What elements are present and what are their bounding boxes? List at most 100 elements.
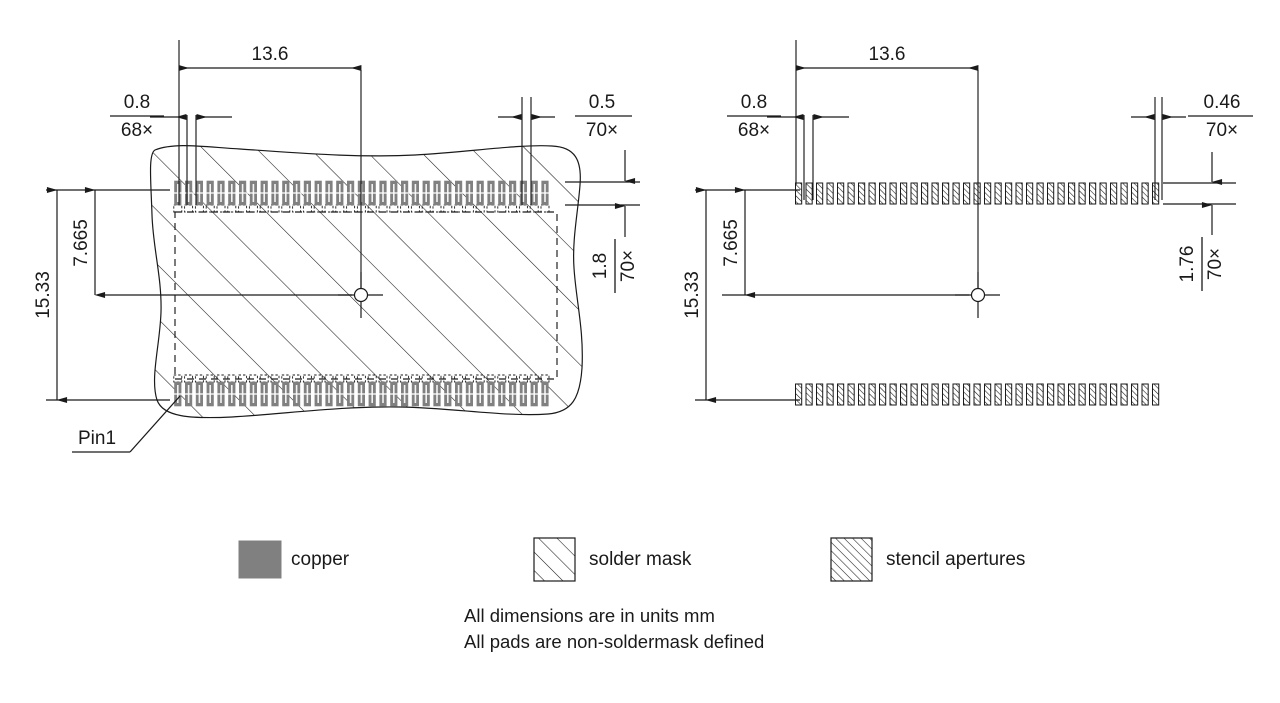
copper-pad-row-top xyxy=(171,180,552,213)
stencil-aperture xyxy=(1131,383,1139,406)
stencil-aperture xyxy=(837,182,845,205)
dim-aperture-height-count: 70× xyxy=(1205,248,1226,280)
legend-label-stencil-apertures: stencil apertures xyxy=(886,549,1026,570)
stencil-aperture xyxy=(994,182,1002,205)
dim-overall-height: 15.33 xyxy=(33,187,170,403)
stencil-aperture xyxy=(1141,182,1149,205)
solder-mask-body xyxy=(149,145,583,419)
stencil-aperture xyxy=(1068,383,1076,406)
stencil-aperture xyxy=(837,383,845,406)
soldermask-relief xyxy=(259,204,269,213)
dim-pitch-stencil-value: 0.8 xyxy=(741,92,767,113)
stencil-aperture xyxy=(973,182,981,205)
note-line-pads: All pads are non-soldermask defined xyxy=(464,631,765,652)
stencil-aperture xyxy=(942,383,950,406)
soldermask-relief xyxy=(400,204,410,213)
dim-pad-height: 1.8 70× xyxy=(565,150,640,293)
stencil-aperture xyxy=(963,182,971,205)
stencil-aperture xyxy=(795,182,803,205)
dim-row-gap-stencil: 13.6 xyxy=(795,40,979,185)
dim-row-gap-value: 13.6 xyxy=(252,44,289,65)
stencil-aperture xyxy=(1005,182,1013,205)
soldermask-relief xyxy=(389,204,399,213)
stencil-aperture xyxy=(826,182,834,205)
stencil-aperture xyxy=(921,383,929,406)
stencil-aperture xyxy=(1015,383,1023,406)
soldermask-relief xyxy=(281,204,291,213)
soldermask-relief xyxy=(216,204,226,213)
stencil-aperture-row-bottom xyxy=(795,383,1160,406)
dim-row-gap: 13.6 xyxy=(178,40,362,205)
soldermask-relief xyxy=(410,204,420,213)
stencil-aperture xyxy=(1089,383,1097,406)
dim-pitch-stencil: 0.8 68× xyxy=(727,92,849,200)
stencil-aperture xyxy=(1015,182,1023,205)
stencil-aperture xyxy=(1036,182,1044,205)
note-line-units: All dimensions are in units mm xyxy=(464,605,715,626)
soldermask-relief xyxy=(184,204,194,213)
stencil-aperture xyxy=(1057,182,1065,205)
legend-label-solder-mask: solder mask xyxy=(589,549,692,570)
dim-row-spacing-stencil-value: 7.665 xyxy=(721,219,742,267)
dim-row-gap-stencil-value: 13.6 xyxy=(869,44,906,65)
soldermask-relief xyxy=(443,204,453,213)
soldermask-relief xyxy=(486,204,496,213)
stencil-aperture xyxy=(879,383,887,406)
stencil-aperture-row-top xyxy=(795,182,1160,205)
stencil-aperture xyxy=(1005,383,1013,406)
stencil-aperture xyxy=(994,383,1002,406)
stencil-aperture xyxy=(858,383,866,406)
stencil-aperture xyxy=(1078,182,1086,205)
pin1-label: Pin1 xyxy=(78,428,116,449)
stencil-aperture xyxy=(910,182,918,205)
soldermask-relief xyxy=(378,204,388,213)
stencil-aperture xyxy=(889,383,897,406)
stencil-aperture xyxy=(1131,182,1139,205)
stencil-aperture xyxy=(816,182,824,205)
soldermask-relief xyxy=(194,204,204,213)
soldermask-relief xyxy=(335,204,345,213)
stencil-aperture xyxy=(1047,383,1055,406)
soldermask-relief xyxy=(421,204,431,213)
pin1-leader: Pin1 xyxy=(72,395,181,453)
legend-swatch-solder-mask xyxy=(533,537,576,582)
stencil-aperture xyxy=(816,383,824,406)
stencil-aperture xyxy=(931,182,939,205)
soldermask-relief xyxy=(497,204,507,213)
dim-pad-height-count: 70× xyxy=(618,250,639,282)
stencil-aperture xyxy=(984,383,992,406)
stencil-aperture xyxy=(1036,383,1044,406)
soldermask-relief xyxy=(540,204,550,213)
stencil-aperture xyxy=(847,182,855,205)
soldermask-relief xyxy=(464,204,474,213)
stencil-aperture xyxy=(1141,383,1149,406)
dim-overall-height-stencil-value: 15.33 xyxy=(682,271,703,319)
stencil-aperture xyxy=(1047,182,1055,205)
stencil-aperture xyxy=(1078,383,1086,406)
soldermask-relief xyxy=(475,204,485,213)
dim-aperture-width-count: 70× xyxy=(1206,120,1238,141)
stencil-aperture xyxy=(1026,182,1034,205)
stencil-aperture xyxy=(1057,383,1065,406)
dim-pad-width-value: 0.5 xyxy=(589,92,615,113)
dim-pitch-stencil-count: 68× xyxy=(738,120,770,141)
soldermask-relief xyxy=(508,204,518,213)
stencil-aperture xyxy=(1099,182,1107,205)
copper-pad-row-bottom xyxy=(171,374,552,407)
stencil-aperture xyxy=(1099,383,1107,406)
dim-pad-width: 0.5 70× xyxy=(498,92,632,205)
soldermask-relief xyxy=(248,204,258,213)
stencil-aperture xyxy=(1026,383,1034,406)
legend-swatch-copper xyxy=(238,540,282,579)
stencil-aperture xyxy=(805,383,813,406)
stencil-aperture xyxy=(1068,182,1076,205)
soldermask-relief xyxy=(270,204,280,213)
dim-aperture-height: 1.76 70× xyxy=(1163,152,1236,291)
stencil-aperture xyxy=(952,383,960,406)
stencil-aperture xyxy=(973,383,981,406)
view-copper-soldermask: 13.6 0.8 68× 0.5 70× xyxy=(33,40,640,453)
soldermask-relief xyxy=(454,204,464,213)
stencil-aperture xyxy=(900,182,908,205)
